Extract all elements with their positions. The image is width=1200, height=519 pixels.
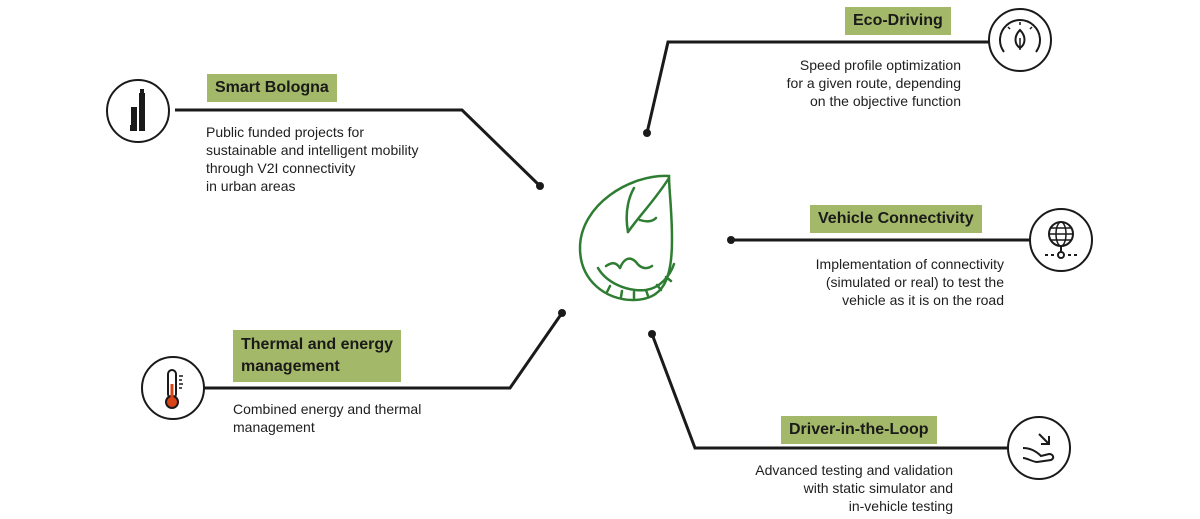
hand-steering-icon [1007, 416, 1071, 480]
description-line: Advanced testing and validation [755, 462, 953, 478]
description-line: for a given route, depending [786, 75, 961, 91]
smart-bologna-description: Public funded projects for sustainable a… [206, 123, 418, 195]
eco-driving-label: Eco-Driving [845, 7, 951, 35]
connector-dot [648, 330, 656, 338]
thermometer-icon [141, 356, 205, 420]
connector-driver-loop [650, 333, 1008, 450]
description-line: on the objective function [810, 93, 961, 109]
description-line: Speed profile optimization [799, 57, 961, 73]
vehicle-connectivity-description: Implementation of connectivity (simulate… [816, 255, 1004, 309]
thermal-energy-description: Combined energy and thermal management [233, 400, 421, 436]
connector-smart-bologna [175, 108, 542, 188]
driver-in-the-loop-label: Driver-in-the-Loop [781, 416, 937, 444]
smart-bologna-label: Smart Bologna [207, 74, 337, 102]
description-line: Public funded projects for [206, 124, 364, 140]
description-line: in-vehicle testing [848, 498, 953, 514]
description-line: vehicle as it is on the road [842, 292, 1004, 308]
connector-dot [536, 182, 544, 190]
description-line: Combined energy and thermal [233, 401, 422, 417]
vehicle-connectivity-label: Vehicle Connectivity [810, 205, 982, 233]
description-line: with static simulator and [803, 480, 953, 496]
description-line: through V2I connectivity [206, 160, 356, 176]
leaf-speedometer-icon [578, 174, 676, 302]
description-line: management [233, 419, 315, 435]
connector-dot [643, 129, 651, 137]
label-line: Thermal and energy [241, 336, 394, 353]
description-line: sustainable and intelligent mobility [206, 142, 419, 158]
description-line: in urban areas [206, 178, 296, 194]
globe-network-icon [1029, 208, 1093, 272]
description-line: Implementation of connectivity [815, 256, 1004, 272]
connector-dot [727, 236, 735, 244]
connector-dot [558, 309, 566, 317]
towers-icon [106, 79, 170, 143]
thermal-energy-label: Thermal and energy management [233, 330, 402, 382]
eco-driving-description: Speed profile optimization for a given r… [787, 56, 961, 110]
connector-thermal [175, 312, 564, 390]
description-line: (simulated or real) to test the [825, 274, 1004, 290]
speedometer-leaf-icon [988, 8, 1052, 72]
connector-eco-driving [645, 40, 990, 134]
driver-in-the-loop-description: Advanced testing and validation with sta… [755, 461, 953, 515]
label-line: management [241, 358, 340, 375]
